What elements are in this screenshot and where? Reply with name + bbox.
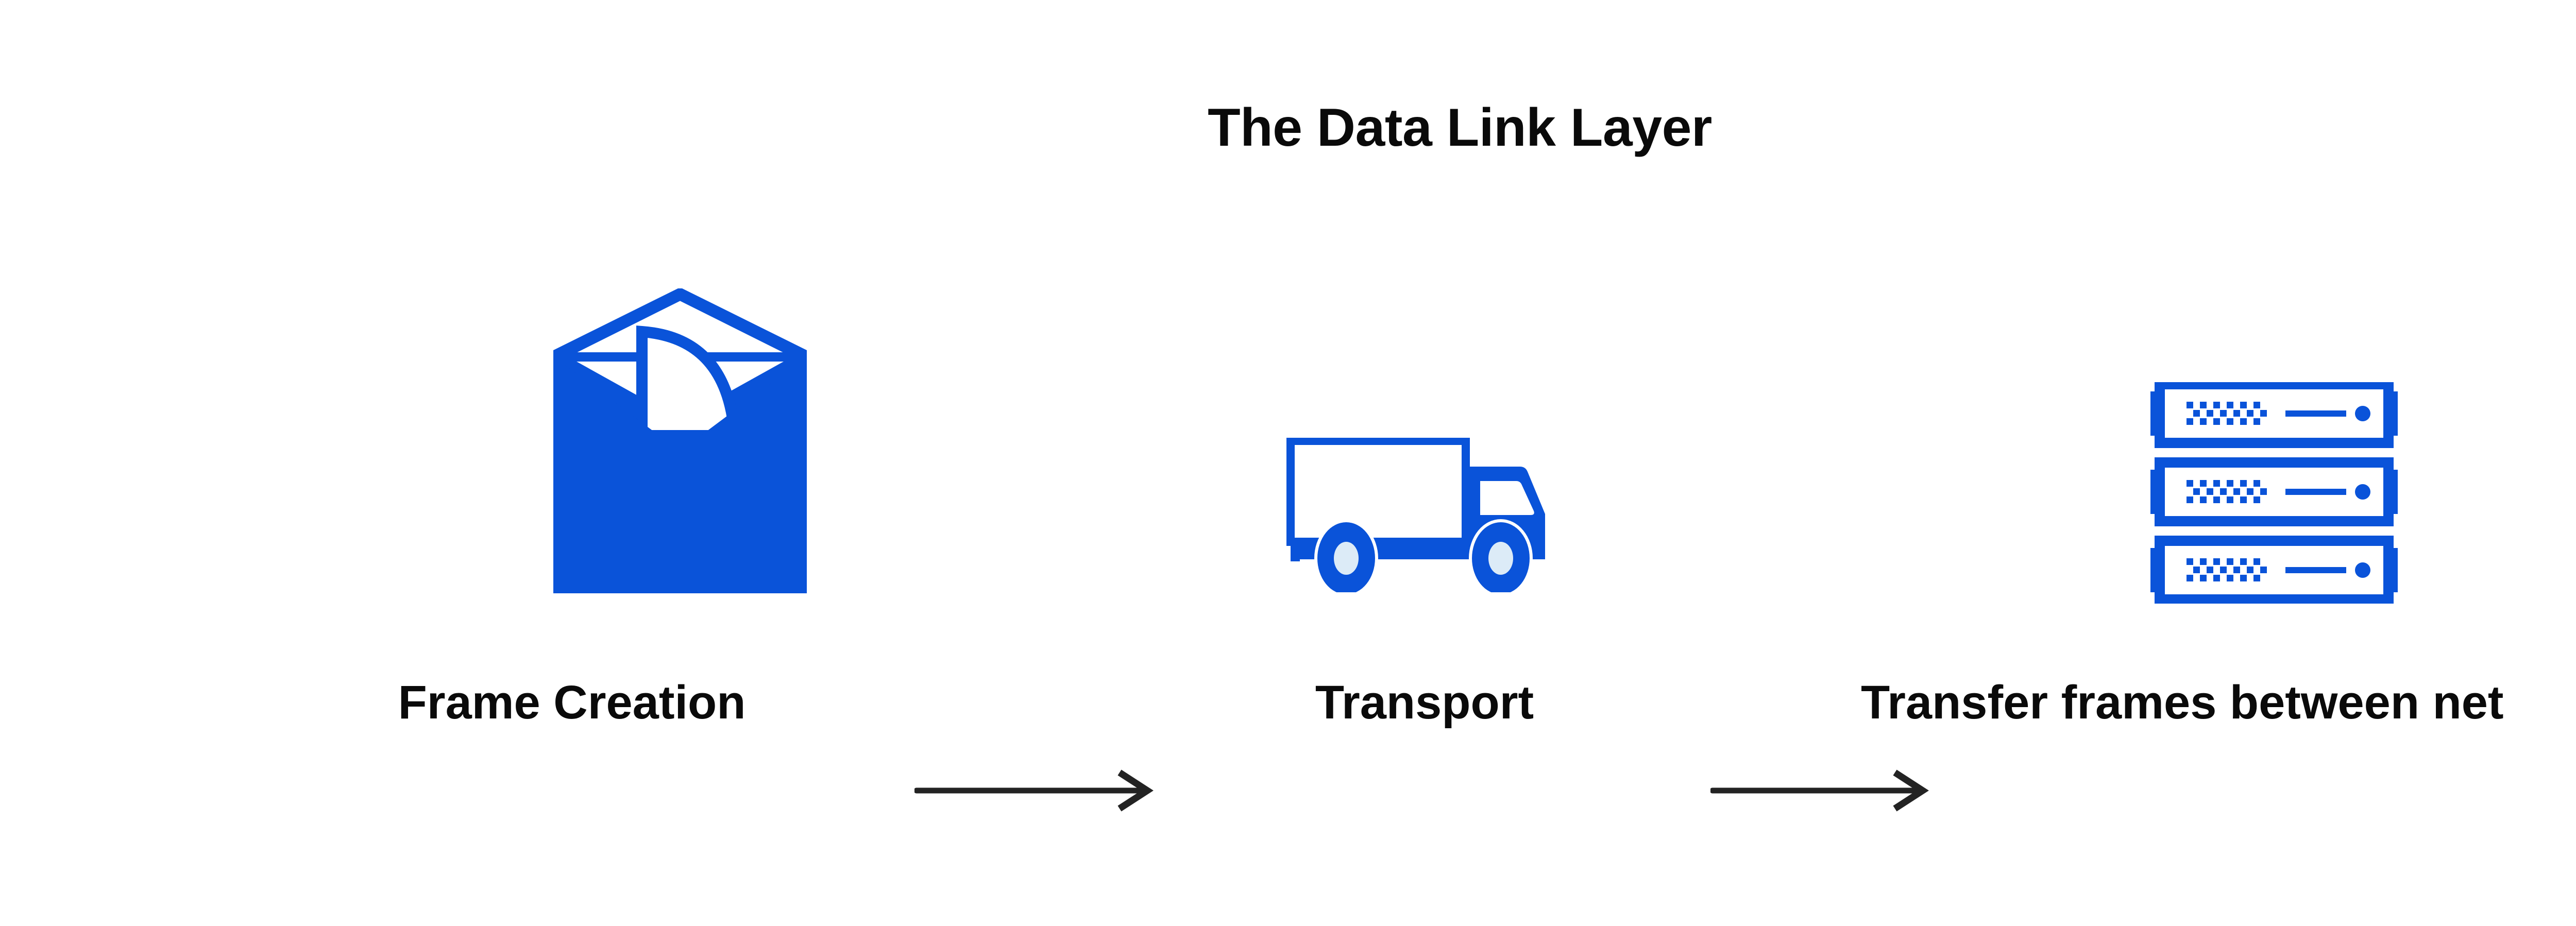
- stage-label-row: Frame Creation Transport Transfer frames…: [0, 679, 2576, 741]
- open-envelope-icon: [546, 288, 814, 597]
- stage-transfer: [2148, 288, 2401, 628]
- server-unit-2: [2150, 462, 2398, 521]
- delivery-truck-icon: [1285, 438, 1605, 592]
- stage-label-transfer: Transfer frames between net: [1861, 676, 2504, 729]
- server-stack-icon: [2148, 382, 2401, 604]
- stage-label-frame-creation: Frame Creation: [398, 676, 746, 729]
- server-unit-1: [2150, 384, 2398, 443]
- arrow-right-icon: [914, 767, 1157, 814]
- stage-frame-creation: [546, 288, 814, 628]
- process-flow-row: [0, 288, 2576, 812]
- arrow-right-icon: [1710, 767, 1932, 814]
- stage-label-transport: Transport: [1315, 676, 1534, 729]
- page-title: The Data Link Layer: [1208, 98, 1712, 158]
- server-unit-3: [2150, 541, 2398, 599]
- stage-transport: [1285, 288, 1605, 628]
